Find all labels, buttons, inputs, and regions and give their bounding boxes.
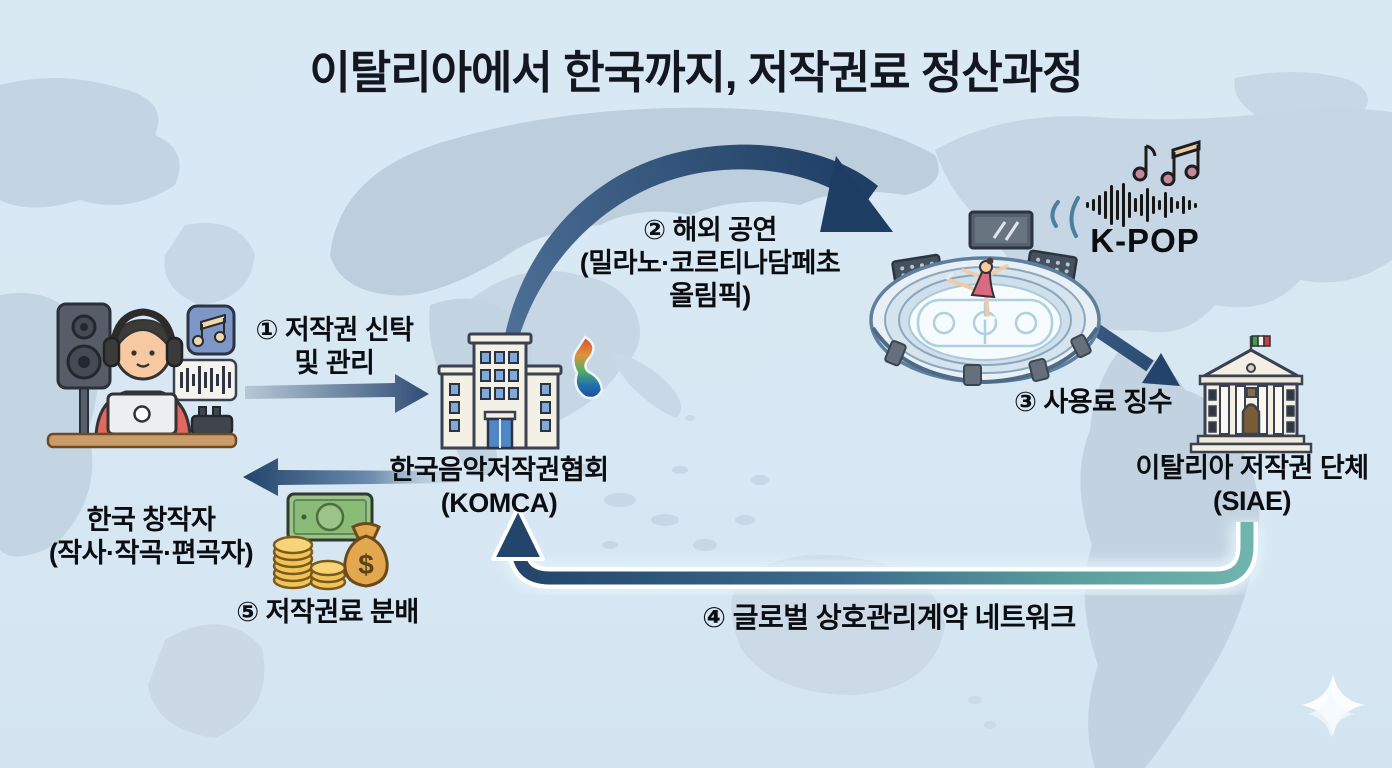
korea-rainbow-highlight: [572, 335, 604, 400]
coin-stack-short: [309, 559, 347, 591]
komca-label: 한국음악저작권협회 (KOMCA): [373, 454, 625, 520]
dollar-sign: $: [358, 549, 374, 580]
map-south-america: [1080, 350, 1260, 768]
italy-flag-icon: [1251, 335, 1271, 347]
music-app-panel: [186, 304, 236, 356]
map-nz-1: [968, 696, 982, 704]
siae-building-illustration: [1189, 335, 1313, 454]
mixer-device: [190, 414, 234, 436]
page-title: 이탈리아에서 한국까지, 저작권료 정산과정: [309, 47, 1083, 98]
siae-name: 이탈리아 저작권 단체: [1135, 453, 1369, 483]
headphone-cup-right: [165, 336, 184, 368]
arrow-step4-head: [491, 506, 545, 561]
siae-door: [1241, 403, 1261, 436]
music-note-icon: [192, 313, 226, 347]
step3-label: ③ 사용료 징수: [1013, 387, 1173, 417]
map-island: [685, 415, 695, 421]
kpop-label: K-POP: [1090, 222, 1200, 259]
arrow-step2-arc: [504, 144, 878, 344]
creator-role: (작사·작곡·편곡자): [48, 538, 254, 568]
siae-abbr: (SIAE): [1213, 486, 1292, 516]
komca-building-illustration: [437, 332, 563, 450]
map-europe: [0, 78, 180, 208]
step5-label: ⑤ 저작권료 분배: [236, 597, 419, 627]
figure-skater: [945, 257, 1009, 320]
speaker-stand: [79, 387, 89, 435]
map-europe-2: [164, 223, 255, 305]
komca-abbr: (KOMCA): [440, 488, 558, 518]
komca-windows: [449, 351, 551, 432]
soundwave-icon: [1086, 183, 1197, 227]
laptop-logo: [133, 405, 151, 423]
royalty-money-illustration: $: [272, 492, 389, 591]
map-japan: [612, 352, 682, 418]
creator-label: 한국 창작자 (작사·작곡·편곡자): [8, 504, 294, 570]
map-bottom-left-land: [148, 624, 265, 738]
arrow-step3-head: [1142, 353, 1180, 386]
creator-name: 한국 창작자: [86, 505, 216, 535]
jumbotron-screen: [968, 210, 1034, 250]
siae-label: 이탈리아 저작권 단체 (SIAE): [1124, 452, 1380, 518]
headphone-cup-left: [102, 336, 121, 368]
arrow-step2-head: [820, 156, 893, 232]
map-nz-2: [984, 721, 996, 729]
step2-label: ② 해외 공연 (밀라노·코르티나담페초 올림픽): [579, 215, 841, 311]
siae-windows: [1208, 389, 1295, 433]
step1-label: ① 저작권 신탁 및 관리: [255, 315, 414, 378]
step4-label: ④ 글로벌 상호관리계약 네트워크: [702, 602, 1076, 633]
arrow-step4-outline: [507, 522, 1258, 589]
money-bag-icon: $: [343, 522, 389, 588]
komca-name: 한국음악저작권협회: [389, 455, 609, 485]
music-notes-icon: [1132, 139, 1201, 186]
stadium-pillars: [884, 333, 1092, 386]
signal-dashes-icon: [1050, 196, 1080, 238]
creator-illustration: [46, 302, 238, 449]
headphones-icon: [109, 308, 177, 347]
sparkle-icon: [1301, 674, 1365, 738]
desk: [46, 432, 238, 449]
waveform-bars: [180, 366, 231, 394]
arrow-step5: [243, 458, 456, 496]
olympic-venue-illustration: [869, 210, 1101, 386]
arrow-step1: [245, 374, 429, 413]
map-se-asia-islands: [573, 464, 769, 551]
